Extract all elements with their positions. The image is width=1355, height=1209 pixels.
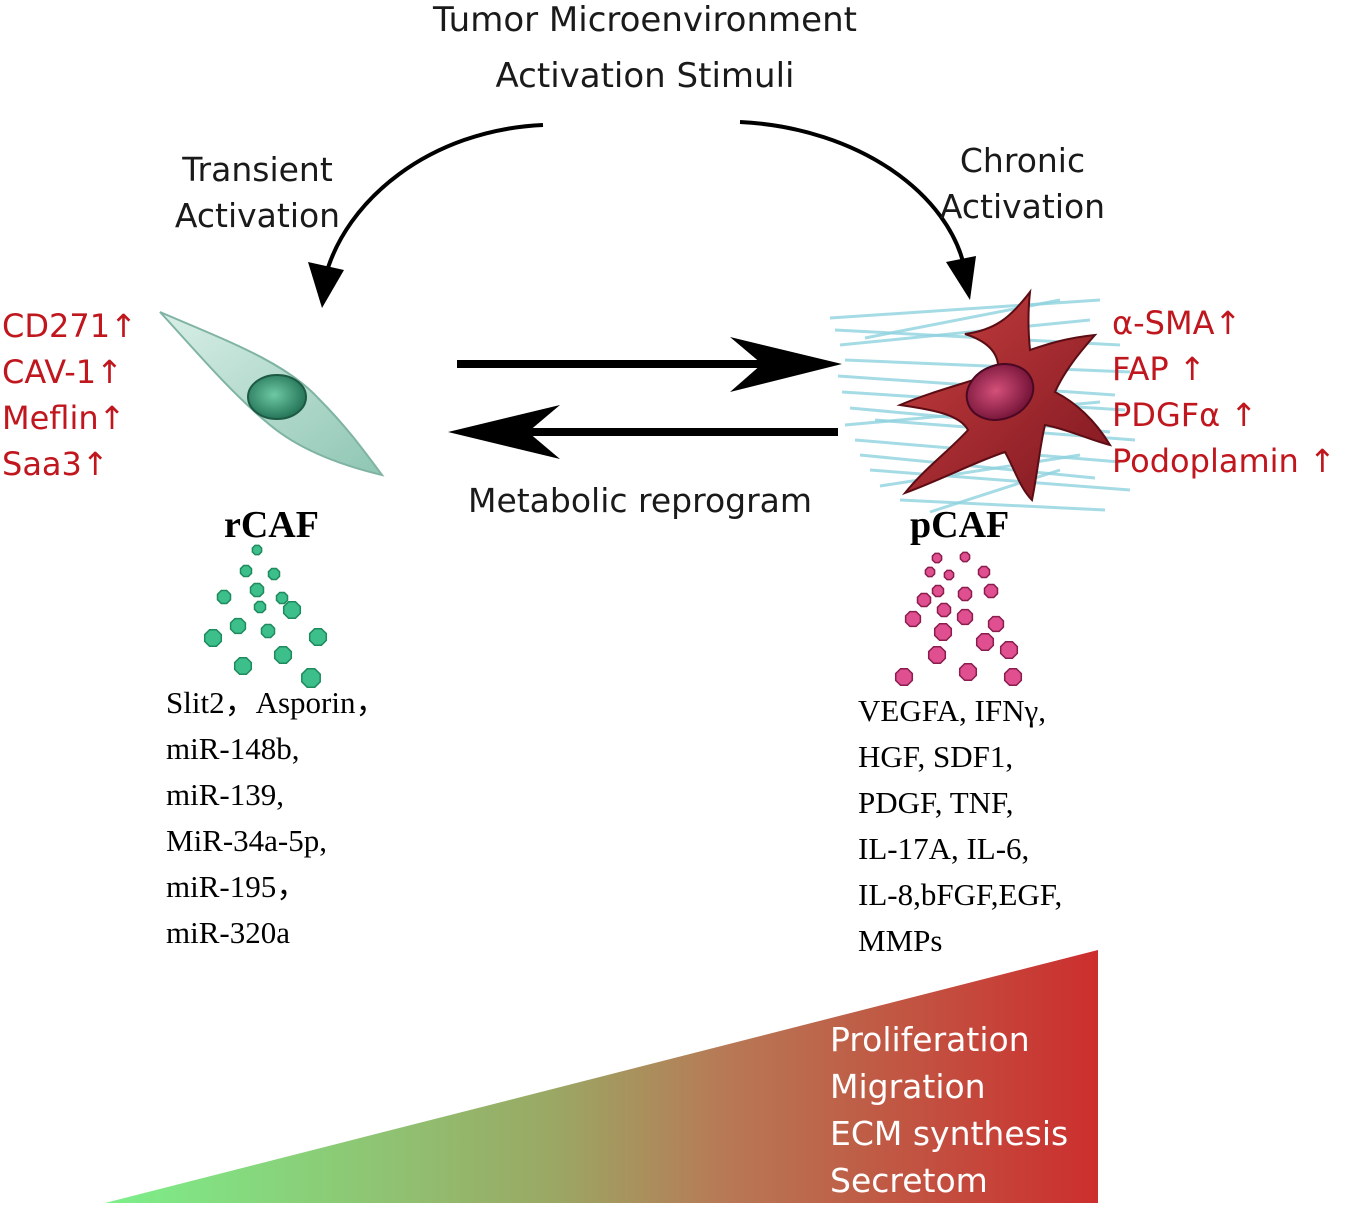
effect-label: Migration: [830, 1067, 986, 1106]
transient-activation-label: Transient Activation: [150, 147, 365, 239]
rcaf-factor: Slit2，Asporin，: [166, 685, 387, 720]
rcaf-secreted-particle: [275, 591, 289, 605]
pcaf-secreted-particle: [931, 552, 943, 564]
rcaf-factor: miR-320a: [166, 915, 290, 950]
pcaf-factor: IL-8,bFGF,EGF,: [858, 877, 1063, 912]
effect-label: Proliferation: [830, 1020, 1030, 1059]
pcaf-nucleus: [965, 363, 1035, 421]
rcaf-secreted-particle: [273, 645, 293, 665]
stimuli-title-line2: Activation Stimuli: [495, 56, 795, 96]
rcaf-markers: CD271↑ CAV-1↑ Meflin↑ Saa3↑: [2, 303, 137, 487]
pcaf-name: pCAF: [910, 504, 1010, 546]
pcaf-secreted-particle: [958, 662, 978, 682]
pcaf-factor: IL-17A, IL-6,: [858, 831, 1030, 866]
rcaf-cell: [159, 311, 385, 477]
pcaf-secreted-particle: [957, 586, 973, 602]
rcaf-secreted-particle: [308, 627, 328, 647]
matrix-fiber: [859, 453, 1096, 480]
pcaf-factor: VEGFA, IFNγ,: [858, 693, 1046, 728]
pcaf-secreted-particle: [987, 615, 1005, 633]
rcaf-secreted-particle: [239, 564, 253, 578]
pcaf-secreted-particle: [956, 608, 974, 626]
chronic-label-line2: Activation: [939, 187, 1106, 226]
rcaf-factor: miR-148b,: [166, 731, 300, 766]
metabolic-reprogram-label: Metabolic reprogram: [467, 481, 813, 520]
stimuli-title-line1: Tumor Microenvironment: [433, 0, 857, 40]
rcaf-secreted-particle: [260, 623, 276, 639]
pcaf-markers: α-SMA↑ FAP ↑ PDGFα ↑ Podoplamin ↑: [1112, 300, 1336, 484]
effect-label: ECM synthesis: [830, 1114, 1069, 1153]
rcaf-secreted-particle: [253, 600, 267, 614]
transient-label-line1: Transient: [182, 150, 333, 189]
pcaf-secreted-particle: [933, 622, 953, 642]
pcaf-secreted-particle: [904, 610, 922, 628]
chronic-activation-arrow: [739, 120, 967, 271]
reprogram-left-arrowhead: [448, 405, 560, 459]
pcaf-secreted-particle: [959, 551, 971, 563]
rcaf-factor-list: Slit2，Asporin， miR-148b, miR-139, MiR-34…: [166, 680, 386, 956]
rcaf-secreted-particle: [282, 600, 302, 620]
rcaf-marker: Saa3↑: [2, 445, 109, 483]
transient-arrowhead: [308, 262, 344, 308]
matrix-fiber: [829, 298, 1101, 320]
pcaf-secreted-particle: [931, 584, 945, 598]
stimuli-title: Tumor Microenvironment Activation Stimul…: [380, 0, 910, 102]
pcaf-marker: PDGFα ↑: [1112, 396, 1258, 434]
chronic-activation-label: Chronic Activation: [915, 138, 1130, 230]
pcaf-cell: [896, 288, 1113, 503]
rcaf-secreted-particle: [251, 544, 263, 556]
rcaf-secreted-particle: [229, 617, 247, 635]
pcaf-secreted-particle: [975, 632, 995, 652]
rcaf-marker: Meflin↑: [2, 399, 126, 437]
rcaf-factor: MiR-34a-5p,: [166, 823, 328, 858]
rcaf-secreted-particle: [301, 668, 321, 688]
pcaf-factor-list: VEGFA, IFNγ, HGF, SDF1, PDGF, TNF, IL-17…: [858, 688, 1062, 964]
gradient-effects: Proliferation Migration ECM synthesis Se…: [830, 1016, 1068, 1204]
pcaf-secreted-particle: [999, 640, 1019, 660]
pcaf-marker: Podoplamin ↑: [1112, 442, 1336, 480]
pcaf-factor: MMPs: [858, 923, 943, 958]
rcaf-secreted-particle: [267, 567, 281, 581]
rcaf-factor: miR-195，: [166, 869, 308, 904]
chronic-label-line1: Chronic: [959, 141, 1086, 180]
pcaf-secreted-particle: [927, 645, 947, 665]
chronic-arrowhead: [946, 256, 976, 300]
transient-activation-arrow: [323, 123, 544, 279]
matrix-fiber: [839, 318, 1091, 347]
matrix-fiber: [929, 468, 1061, 514]
effect-gradient-triangle: [105, 950, 1098, 1203]
effect-label: Secretom: [830, 1161, 988, 1200]
matrix-fiber: [899, 498, 1106, 512]
pcaf-secreted-particle: [1003, 667, 1023, 687]
pcaf-secreted-particle: [983, 583, 999, 599]
pcaf-secreted-particle: [943, 569, 955, 581]
rcaf-nucleus: [247, 374, 307, 420]
rcaf-name: rCAF: [224, 504, 319, 546]
pcaf-secreted-particle: [924, 566, 936, 578]
activation-right-arrowhead: [730, 337, 842, 392]
rcaf-marker: CD271↑: [2, 307, 137, 345]
rcaf-secretion-dots: [203, 544, 328, 688]
pcaf-secreted-particle: [977, 565, 991, 579]
pcaf-marker: α-SMA↑: [1112, 304, 1242, 342]
rcaf-secreted-particle: [203, 628, 223, 648]
pcaf-secreted-particle: [916, 592, 932, 608]
rcaf-factor: miR-139,: [166, 777, 284, 812]
matrix-fiber: [844, 358, 1131, 374]
pcaf-factor: PDGF, TNF,: [858, 785, 1014, 820]
rcaf-secreted-particle: [249, 582, 265, 598]
rcaf-secreted-particle: [233, 656, 253, 676]
pcaf-secreted-particle: [894, 667, 914, 687]
matrix-fiber: [869, 468, 1131, 492]
pcaf-marker: FAP ↑: [1112, 350, 1206, 388]
pcaf-factor: HGF, SDF1,: [858, 739, 1014, 774]
matrix-fiber: [879, 453, 1081, 488]
pcaf-secretion-dots: [894, 551, 1023, 687]
rcaf-marker: CAV-1↑: [2, 353, 123, 391]
pcaf-secreted-particle: [936, 602, 952, 618]
transient-label-line2: Activation: [174, 196, 341, 235]
rcaf-secreted-particle: [216, 589, 232, 605]
